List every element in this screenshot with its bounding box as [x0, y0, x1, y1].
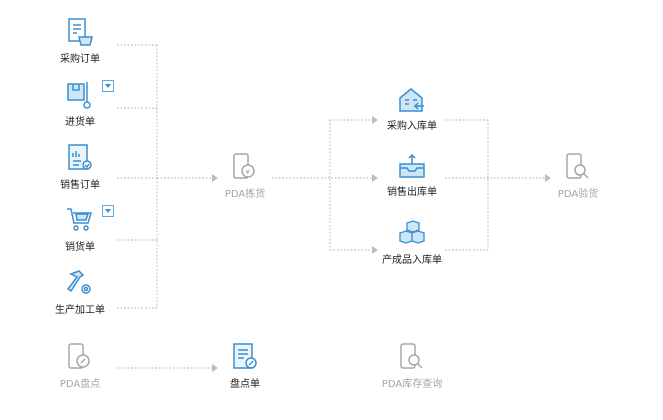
node-label: 采购入库单 — [387, 121, 437, 132]
receiving-icon — [67, 82, 91, 109]
node-label: 生产加工单 — [55, 305, 105, 316]
sales-cart-icon — [67, 208, 93, 231]
node-label: PDA盘点 — [59, 379, 101, 390]
node-label: 进货单 — [65, 117, 95, 128]
node-pda-stocktake[interactable]: PDA盘点 — [35, 342, 125, 390]
pda-pick-icon: ¥ — [233, 153, 255, 179]
stocktake-doc-icon — [233, 343, 257, 369]
node-label: 销售出库单 — [387, 187, 437, 198]
node-warehouse-in[interactable]: 采购入库单 — [367, 86, 457, 132]
node-pda-inventory-query[interactable]: PDA库存查询 — [367, 342, 457, 390]
node-stocktake-doc[interactable]: 盘点单 — [200, 342, 290, 390]
pda-stocktake-icon — [68, 343, 90, 369]
node-label: PDA库存查询 — [381, 379, 443, 390]
node-label: 产成品入库单 — [382, 255, 442, 266]
node-pda-inspect[interactable]: PDA验货 — [533, 152, 623, 200]
pda-inventory-query-icon — [400, 343, 423, 369]
node-sales-cart[interactable]: 销货单 — [35, 205, 125, 253]
boxes-icon — [399, 220, 425, 244]
node-finished-goods-in[interactable]: 产成品入库单 — [367, 220, 457, 266]
production-icon — [66, 270, 91, 294]
node-label: 销售订单 — [60, 180, 100, 191]
sales-cart-dropdown-button[interactable] — [102, 205, 114, 217]
node-purchase-order[interactable]: 采购订单 — [35, 17, 125, 65]
svg-text:¥: ¥ — [246, 168, 251, 176]
warehouse-in-icon — [399, 88, 424, 112]
pda-inspect-icon — [566, 153, 589, 179]
node-label: PDA拣货 — [224, 189, 266, 200]
node-sales-order[interactable]: 销售订单 — [35, 143, 125, 191]
node-outbound[interactable]: 销售出库单 — [367, 152, 457, 198]
outbound-tray-icon — [399, 153, 425, 178]
node-production[interactable]: 生产加工单 — [35, 268, 125, 316]
sales-order-icon — [68, 144, 92, 170]
node-pda-pick[interactable]: ¥ PDA拣货 — [200, 152, 290, 200]
node-receiving[interactable]: 进货单 — [35, 80, 125, 128]
receiving-dropdown-button[interactable] — [102, 80, 114, 92]
node-label: 销货单 — [65, 242, 95, 253]
node-label: 盘点单 — [230, 379, 260, 390]
purchase-order-icon — [68, 18, 93, 46]
node-label: 采购订单 — [60, 54, 100, 65]
node-label: PDA验货 — [557, 189, 599, 200]
